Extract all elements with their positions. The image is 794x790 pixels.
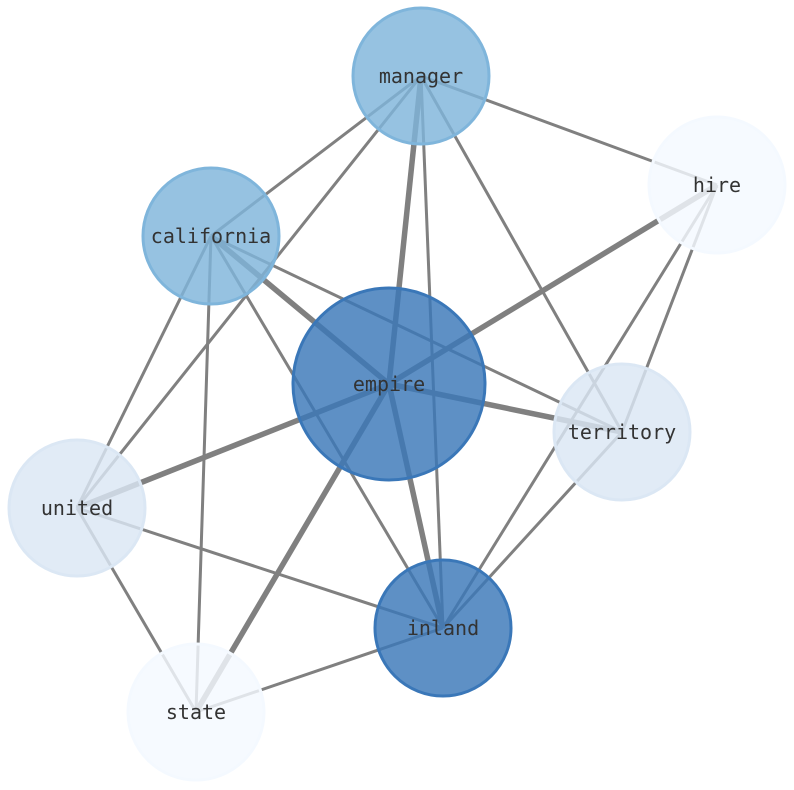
node-label: california <box>151 224 271 248</box>
node-circle[interactable] <box>552 362 692 502</box>
node-label: empire <box>353 372 425 396</box>
node-manager[interactable]: manager <box>351 6 491 146</box>
node-empire[interactable]: empire <box>291 286 487 482</box>
node-united[interactable]: united <box>7 438 147 578</box>
node-label: manager <box>379 64 463 88</box>
node-circle[interactable] <box>291 286 487 482</box>
edge-california-state <box>194 235 213 713</box>
node-circle[interactable] <box>126 642 266 782</box>
node-label: hire <box>693 173 741 197</box>
node-circle[interactable] <box>7 438 147 578</box>
nodes-layer: manager hire california empire territory unit… <box>7 6 787 782</box>
node-circle[interactable] <box>373 558 513 698</box>
node-hire[interactable]: hire <box>647 115 787 255</box>
node-circle[interactable] <box>647 115 787 255</box>
node-circle[interactable] <box>351 6 491 146</box>
node-label: united <box>41 496 113 520</box>
node-label: inland <box>407 616 479 640</box>
node-label: state <box>166 700 226 724</box>
node-inland[interactable]: inland <box>373 558 513 698</box>
node-california[interactable]: california <box>141 166 281 306</box>
node-label: territory <box>568 420 676 444</box>
node-territory[interactable]: territory <box>552 362 692 502</box>
node-state[interactable]: state <box>126 642 266 782</box>
node-circle[interactable] <box>141 166 281 306</box>
